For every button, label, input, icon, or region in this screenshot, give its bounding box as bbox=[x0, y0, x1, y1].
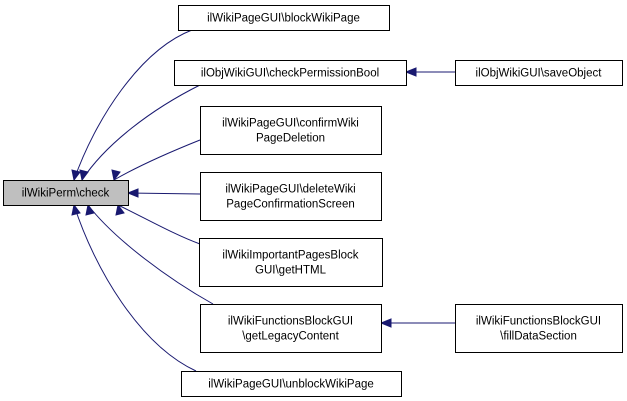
node-box[interactable] bbox=[178, 5, 390, 31]
node-label-line: ilWikiImportantPagesBlock bbox=[222, 250, 358, 262]
node-label-line: GUI\getHTML bbox=[255, 265, 327, 277]
node-box[interactable] bbox=[174, 60, 407, 86]
node-check[interactable]: ilWikiPerm\check bbox=[3, 180, 129, 206]
node-label-line: ilWikiFunctionsBlockGUI bbox=[228, 316, 353, 328]
node-label-line: ilWikiPerm\check bbox=[22, 188, 110, 200]
node-deleteWikiPageConfirmationScreen[interactable]: ilWikiPageGUI\deleteWikiPageConfirmation… bbox=[200, 172, 382, 221]
edge-confirmWikiPageDeletion-to-check bbox=[111, 139, 201, 182]
node-label-line: \fillDataSection bbox=[500, 331, 577, 343]
arrowhead-icon bbox=[111, 169, 121, 182]
node-box[interactable] bbox=[200, 304, 382, 353]
node-box[interactable] bbox=[200, 106, 382, 155]
edge-fillDataSection-to-getLegacyContent bbox=[379, 318, 455, 328]
arrowhead-icon bbox=[85, 203, 95, 216]
arrowhead-icon bbox=[115, 203, 125, 216]
edges-layer bbox=[71, 29, 455, 372]
edge-line bbox=[73, 204, 197, 372]
node-getLegacyContent[interactable]: ilWikiFunctionsBlockGUI \getLegacyContent bbox=[200, 304, 382, 353]
node-checkPermissionBool[interactable]: ilObjWikiGUI\checkPermissionBool bbox=[174, 60, 407, 86]
node-box[interactable] bbox=[455, 60, 623, 86]
edge-blockWikiPage-to-check bbox=[71, 29, 193, 182]
edge-getHTML-to-check bbox=[115, 203, 201, 245]
node-label-line: ilObjWikiGUI\saveObject bbox=[476, 68, 603, 80]
edge-line bbox=[113, 139, 201, 181]
node-label-line: \getLegacyContent bbox=[242, 331, 339, 343]
node-unblockWikiPage[interactable]: ilWikiPageGUI\unblockWikiPage bbox=[181, 371, 402, 397]
root-node-box[interactable] bbox=[3, 180, 129, 206]
arrowhead-icon bbox=[71, 169, 81, 182]
edge-line bbox=[117, 204, 201, 245]
edge-deleteWikiPageConfirmationScreen-to-check bbox=[126, 188, 201, 198]
edge-line bbox=[73, 29, 193, 181]
nodes-layer: ilWikiPerm\check ilWikiPageGUI\blockWikiP… bbox=[3, 5, 623, 397]
node-box[interactable] bbox=[181, 371, 402, 397]
node-label-line: ilWikiPageGUI\confirmWiki bbox=[222, 118, 359, 130]
node-fillDataSection[interactable]: ilWikiFunctionsBlockGUI \fillDataSection bbox=[455, 304, 623, 353]
node-saveObject[interactable]: ilObjWikiGUI\saveObject bbox=[455, 60, 623, 86]
edge-getLegacyContent-to-check bbox=[85, 203, 214, 305]
edge-checkPermissionBool-to-check bbox=[79, 84, 201, 182]
node-box[interactable] bbox=[199, 238, 383, 287]
node-label-line: ilWikiPageGUI\unblockWikiPage bbox=[208, 379, 374, 391]
node-blockWikiPage[interactable]: ilWikiPageGUI\blockWikiPage bbox=[178, 5, 390, 31]
edge-unblockWikiPage-to-check bbox=[71, 203, 197, 372]
arrowhead-icon bbox=[379, 318, 392, 328]
arrowhead-icon bbox=[71, 203, 81, 216]
edge-line bbox=[127, 192, 201, 195]
node-label-line: PageDeletion bbox=[256, 133, 325, 145]
arrowhead-icon bbox=[404, 67, 417, 77]
node-box[interactable] bbox=[200, 172, 382, 221]
arrowhead-icon bbox=[79, 169, 89, 182]
node-box[interactable] bbox=[455, 304, 623, 353]
node-label-line: ilWikiPageGUI\blockWikiPage bbox=[207, 13, 360, 25]
node-label-line: ilObjWikiGUI\checkPermissionBool bbox=[201, 68, 379, 80]
edge-line bbox=[87, 204, 214, 305]
arrowhead-icon bbox=[126, 188, 139, 198]
edge-saveObject-to-checkPermissionBool bbox=[404, 67, 455, 77]
node-label-line: PageConfirmationScreen bbox=[226, 199, 355, 211]
edge-line bbox=[81, 84, 201, 181]
node-label-line: ilWikiPageGUI\deleteWiki bbox=[225, 184, 355, 196]
node-label-line: ilWikiFunctionsBlockGUI bbox=[476, 316, 601, 328]
